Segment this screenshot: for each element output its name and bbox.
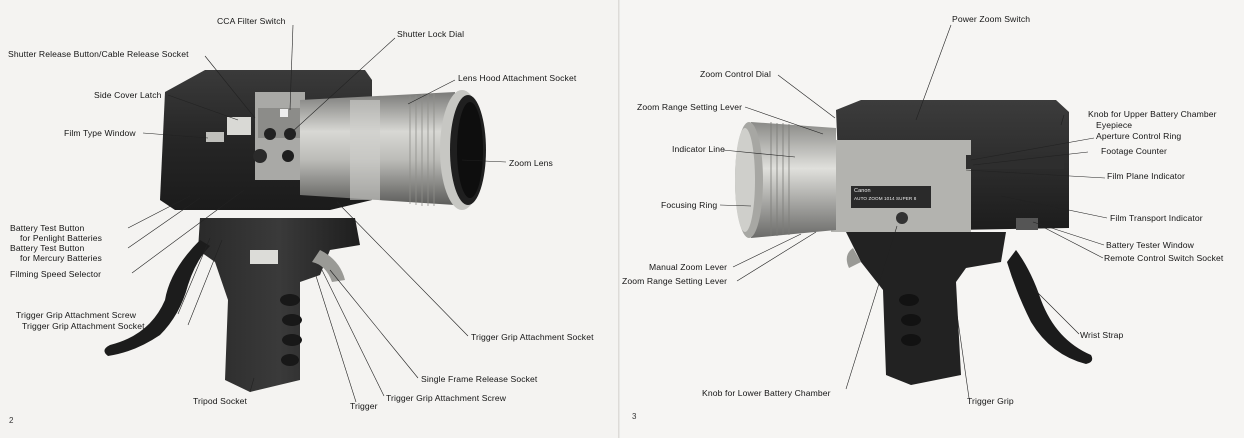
- label-trigger-grip-socket: Trigger Grip Attachment Socket: [22, 321, 145, 331]
- label-filming-speed-selector: Filming Speed Selector: [10, 269, 102, 279]
- label-indicator-line: Indicator Line: [672, 144, 725, 154]
- left-page: CCA Filter Switch Shutter Release Button…: [0, 0, 621, 438]
- label-zoom-control-dial: Zoom Control Dial: [700, 69, 771, 79]
- label-zoom-range-lever-bottom: Zoom Range Setting Lever: [622, 276, 728, 286]
- label-wrist-strap: Wrist Strap: [1080, 330, 1124, 340]
- right-leader-lines: [719, 24, 1108, 399]
- right-camera-illustration: [719, 24, 1108, 399]
- page-number-right: 3: [632, 412, 637, 421]
- wrist-strap: [104, 240, 210, 356]
- label-manual-zoom-lever: Manual Zoom Lever: [649, 262, 728, 272]
- label-shutter-lock-dial: Shutter Lock Dial: [397, 29, 465, 39]
- label-power-zoom-switch: Power Zoom Switch: [952, 14, 1031, 24]
- trigger-grip: [198, 218, 360, 392]
- label-lens-hood-socket: Lens Hood Attachment Socket: [458, 73, 577, 83]
- zoom-lens: [300, 90, 486, 210]
- label-trigger-grip-screw: Trigger Grip Attachment Screw: [16, 310, 137, 320]
- label-battery-test-penlight-2: for Penlight Batteries: [20, 233, 102, 243]
- label-battery-tester-window: Battery Tester Window: [1106, 240, 1194, 250]
- label-eyepiece: Eyepiece: [1096, 120, 1133, 130]
- right-page: Power Zoom Switch Zoom Control Dial Knob…: [621, 0, 1244, 438]
- label-film-transport-indicator: Film Transport Indicator: [1110, 213, 1203, 223]
- label-film-plane-indicator: Film Plane Indicator: [1107, 171, 1185, 181]
- label-battery-test-mercury-1: Battery Test Button: [10, 243, 85, 253]
- right-trigger-grip: [846, 232, 1006, 385]
- left-camera-illustration: [104, 24, 507, 403]
- badge-brand: Canon: [854, 188, 871, 194]
- right-wrist-strap: [1007, 250, 1093, 364]
- label-knob-lower-battery: Knob for Lower Battery Chamber: [702, 388, 831, 398]
- label-trigger-grip-socket-right: Trigger Grip Attachment Socket: [471, 332, 594, 342]
- label-single-frame-release: Single Frame Release Socket: [421, 374, 538, 384]
- label-battery-test-penlight-1: Battery Test Button: [10, 223, 85, 233]
- camera-badge: [851, 186, 931, 208]
- label-zoom-range-lever-top: Zoom Range Setting Lever: [637, 102, 743, 112]
- right-camera-body: [831, 100, 1069, 232]
- label-focusing-ring: Focusing Ring: [661, 200, 718, 210]
- page-number-left: 2: [9, 416, 14, 425]
- right-zoom-lens: [735, 122, 836, 238]
- label-tripod-socket: Tripod Socket: [193, 396, 247, 406]
- label-cca-filter-switch: CCA Filter Switch: [217, 16, 286, 26]
- badge-model: AUTO ZOOM 1014 SUPER 8: [854, 196, 917, 201]
- label-trigger: Trigger: [350, 401, 378, 411]
- label-knob-upper-battery: Knob for Upper Battery Chamber: [1088, 109, 1217, 119]
- label-footage-counter: Footage Counter: [1101, 146, 1167, 156]
- label-side-cover-latch: Side Cover Latch: [94, 90, 162, 100]
- leader-lines: [127, 24, 507, 403]
- label-shutter-release: Shutter Release Button/Cable Release Soc…: [8, 49, 189, 59]
- label-film-type-window: Film Type Window: [64, 128, 136, 138]
- label-zoom-lens: Zoom Lens: [509, 158, 553, 168]
- label-remote-control-socket: Remote Control Switch Socket: [1104, 253, 1224, 263]
- label-trigger-grip: Trigger Grip: [967, 396, 1014, 406]
- label-trigger-grip-screw-bottom: Trigger Grip Attachment Screw: [386, 393, 507, 403]
- label-battery-test-mercury-2: for Mercury Batteries: [20, 253, 102, 263]
- label-aperture-control-ring: Aperture Control Ring: [1096, 131, 1182, 141]
